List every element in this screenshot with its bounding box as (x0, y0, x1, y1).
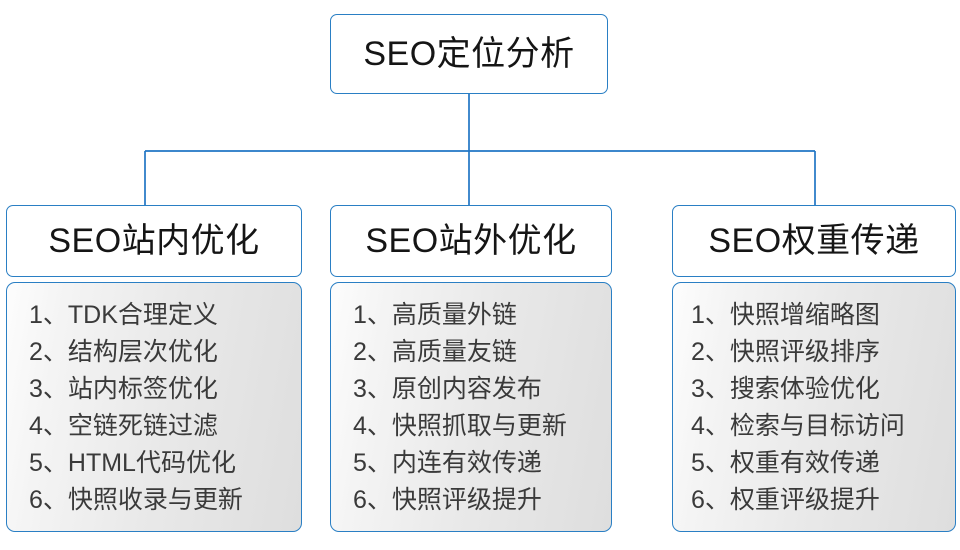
list-item-index: 5、 (691, 449, 730, 477)
list-item[interactable]: 4、 空链死链过滤 (29, 408, 301, 445)
list-item[interactable]: 1、 高质量外链 (353, 297, 611, 334)
list-item-index: 6、 (29, 486, 68, 514)
column-list-3: 1、 快照增缩略图 2、 快照评级排序 3、 搜索体验优化 4、 检索与目标访问… (672, 282, 956, 532)
list-item-index: 2、 (691, 338, 730, 366)
list-item-index: 4、 (353, 412, 392, 440)
list-item-index: 1、 (353, 301, 392, 329)
list-item-index: 5、 (353, 449, 392, 477)
list-item-index: 1、 (691, 301, 730, 329)
list-item[interactable]: 1、 快照增缩略图 (691, 297, 955, 334)
list-item-index: 3、 (691, 375, 730, 403)
list-item-index: 3、 (29, 375, 68, 403)
list-item[interactable]: 5、 内连有效传递 (353, 445, 611, 482)
list-item-label: TDK合理定义 (67, 301, 218, 329)
list-item-index: 2、 (29, 338, 68, 366)
list-item-index: 3、 (353, 375, 392, 403)
list-item[interactable]: 6、 快照评级提升 (353, 482, 611, 519)
list-item-label: 站内标签优化 (67, 375, 218, 403)
list-item-label: 权重有效传递 (729, 449, 880, 477)
list-item-label: 搜索体验优化 (729, 375, 880, 403)
list-item-index: 1、 (29, 301, 68, 329)
list-item-index: 5、 (29, 449, 68, 477)
list-item-index: 4、 (691, 412, 730, 440)
column-seo-weight-transfer: SEO权重传递 1、 快照增缩略图 2、 快照评级排序 3、 搜索体验优化 4、… (672, 205, 956, 532)
column-list-1: 1、 TDK合理定义 2、 结构层次优化 3、 站内标签优化 4、 空链死链过滤… (6, 282, 302, 532)
list-item-label: 高质量友链 (391, 338, 517, 366)
list-item-label: 原创内容发布 (391, 375, 542, 403)
list-item[interactable]: 4、 检索与目标访问 (691, 408, 955, 445)
list-item-index: 2、 (353, 338, 392, 366)
list-item-index: 6、 (353, 486, 392, 514)
list-item[interactable]: 4、 快照抓取与更新 (353, 408, 611, 445)
column-header-title-3: SEO权重传递 (708, 222, 920, 260)
list-item-label: HTML代码优化 (67, 449, 236, 477)
column-header-title-2: SEO站外优化 (365, 222, 577, 260)
list-item-label: 内连有效传递 (391, 449, 542, 477)
list-item-label: 快照抓取与更新 (391, 412, 567, 440)
root-node-title: SEO定位分析 (363, 35, 575, 73)
list-item[interactable]: 5、 权重有效传递 (691, 445, 955, 482)
list-item[interactable]: 2、 结构层次优化 (29, 334, 301, 371)
list-item-index: 6、 (691, 486, 730, 514)
list-item[interactable]: 2、 高质量友链 (353, 334, 611, 371)
list-item[interactable]: 1、 TDK合理定义 (29, 297, 301, 334)
list-item-label: 高质量外链 (391, 301, 517, 329)
root-node[interactable]: SEO定位分析 (330, 14, 608, 94)
list-item-label: 结构层次优化 (67, 338, 218, 366)
column-header-title-1: SEO站内优化 (48, 222, 260, 260)
list-item-label: 空链死链过滤 (67, 412, 218, 440)
list-item-label: 检索与目标访问 (729, 412, 905, 440)
list-item-index: 4、 (29, 412, 68, 440)
list-item[interactable]: 5、 HTML代码优化 (29, 445, 301, 482)
column-header-3[interactable]: SEO权重传递 (672, 205, 956, 277)
list-item-label: 权重评级提升 (729, 486, 880, 514)
list-item[interactable]: 3、 原创内容发布 (353, 371, 611, 408)
list-item[interactable]: 3、 站内标签优化 (29, 371, 301, 408)
column-seo-onsite: SEO站内优化 1、 TDK合理定义 2、 结构层次优化 3、 站内标签优化 4… (6, 205, 302, 532)
list-item-label: 快照评级排序 (729, 338, 880, 366)
list-item-label: 快照增缩略图 (729, 301, 880, 329)
list-item[interactable]: 6、 权重评级提升 (691, 482, 955, 519)
list-item-label: 快照评级提升 (391, 486, 542, 514)
column-header-2[interactable]: SEO站外优化 (330, 205, 612, 277)
column-list-2: 1、 高质量外链 2、 高质量友链 3、 原创内容发布 4、 快照抓取与更新 5… (330, 282, 612, 532)
list-item-label: 快照收录与更新 (67, 486, 243, 514)
list-item[interactable]: 6、 快照收录与更新 (29, 482, 301, 519)
column-seo-offsite: SEO站外优化 1、 高质量外链 2、 高质量友链 3、 原创内容发布 4、 快… (330, 205, 612, 532)
list-item[interactable]: 2、 快照评级排序 (691, 334, 955, 371)
list-item[interactable]: 3、 搜索体验优化 (691, 371, 955, 408)
column-header-1[interactable]: SEO站内优化 (6, 205, 302, 277)
